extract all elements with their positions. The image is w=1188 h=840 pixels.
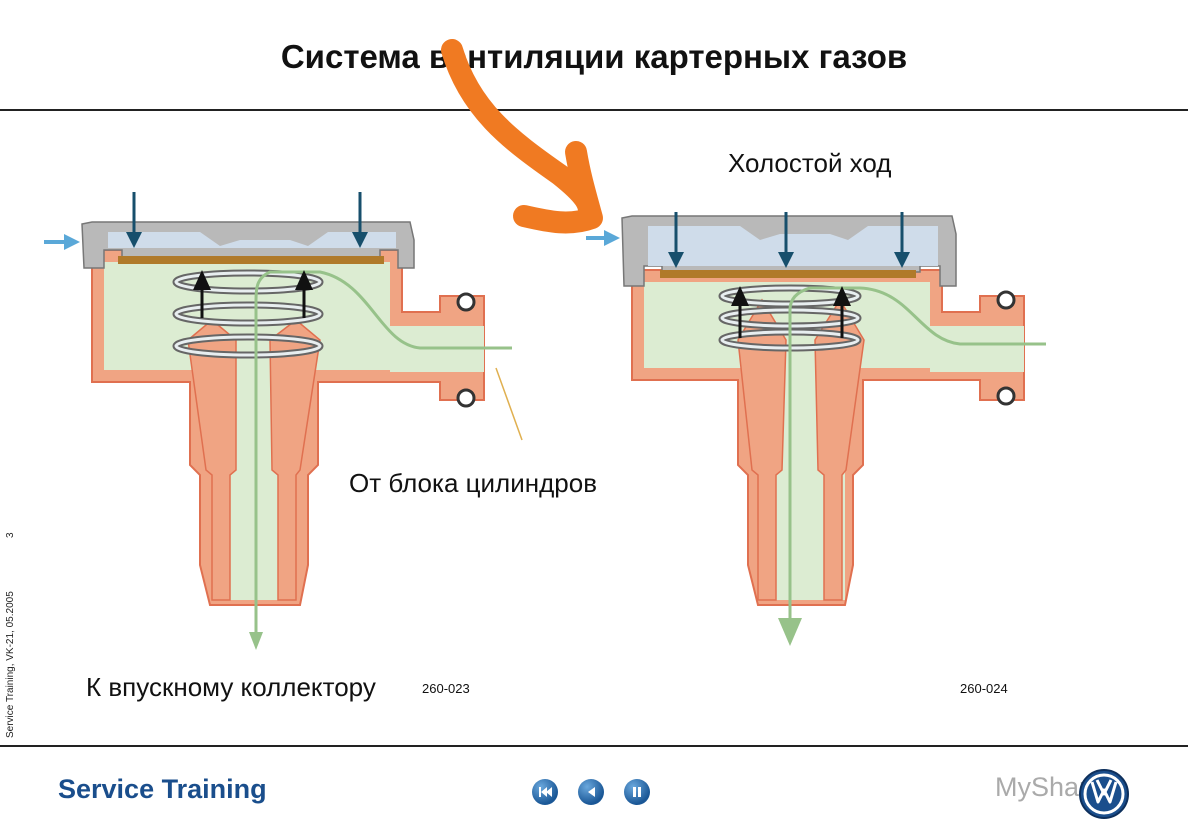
valve-left: [44, 192, 523, 650]
idle-label: Холостой ход: [728, 148, 892, 178]
valve-right-diaphragm: [660, 270, 916, 278]
vw-logo-icon: [1079, 769, 1129, 819]
valve-right: [586, 212, 1046, 646]
valve-diagram: [44, 39, 1046, 650]
figure-number-right: 260-024: [960, 681, 1008, 696]
pause-icon: [633, 787, 641, 797]
figure-number-left: 260-023: [422, 681, 470, 696]
highlight-arrow: [441, 39, 603, 234]
to-manifold-label: К впускному коллектору: [86, 672, 376, 702]
page-title: Система вентиляции картерных газов: [280, 38, 908, 75]
pause-button[interactable]: [624, 779, 650, 805]
rewind-button[interactable]: [532, 779, 558, 805]
footer-brand: Service Training: [58, 774, 267, 804]
from-block-label: От блока цилиндров: [349, 468, 598, 498]
back-icon: [588, 787, 595, 797]
back-button[interactable]: [578, 779, 604, 805]
valve-left-diaphragm: [118, 256, 384, 264]
top-divider: [0, 109, 1188, 111]
side-caption: Service Training, VK-21, 05.2005: [5, 591, 16, 738]
rewind-icon: [539, 787, 552, 797]
bottom-divider: [0, 745, 1188, 747]
vw-logo: [1078, 768, 1130, 825]
page-number: 3: [5, 532, 16, 538]
